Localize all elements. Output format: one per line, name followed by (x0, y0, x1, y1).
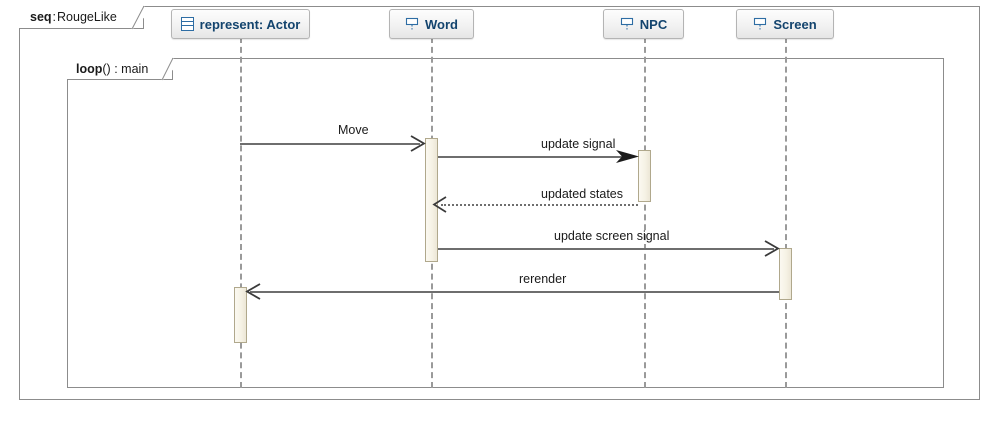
lifeline-head-screen[interactable]: Screen (736, 9, 834, 39)
lifeline-npc (644, 37, 646, 388)
message-line-move[interactable] (240, 143, 420, 145)
frame-keyword: seq (30, 10, 52, 24)
interface-icon (753, 17, 767, 31)
frame-name: RougeLike (57, 10, 117, 24)
lifeline-head-label: NPC (639, 16, 668, 32)
sequence-frame (19, 6, 980, 400)
lifeline-head-label: Word (425, 16, 458, 32)
frame-separator: : (52, 10, 57, 24)
sequence-frame-label: seq : RougeLike (19, 6, 144, 29)
activation-word[interactable] (425, 138, 438, 262)
message-label-update-screen-signal: update screen signal (554, 229, 670, 243)
loop-fragment-label: loop() : main (67, 58, 174, 80)
lifeline-head-actor[interactable]: represent: Actor (171, 9, 310, 39)
lifeline-screen (785, 37, 787, 388)
loop-separator: : (114, 61, 118, 76)
activation-screen[interactable] (779, 248, 792, 300)
loop-fragment (67, 58, 944, 388)
arrowhead-filled-update-signal (614, 148, 640, 165)
message-line-updated-states[interactable] (441, 204, 638, 206)
loop-keyword: loop (76, 61, 103, 76)
message-line-update-signal[interactable] (438, 156, 622, 158)
arrowhead-open-update-screen-signal (763, 240, 781, 257)
message-label-update-signal: update signal (541, 137, 616, 151)
class-icon (180, 17, 194, 31)
lifeline-head-label: Screen (773, 16, 817, 32)
message-line-update-screen-signal[interactable] (438, 248, 774, 250)
message-label-move: Move (338, 123, 369, 137)
lifeline-head-label: represent: Actor (199, 16, 301, 32)
loop-name: main (121, 61, 149, 76)
arrowhead-open-rerender (245, 283, 263, 300)
arrowhead-open-move (409, 135, 427, 152)
lifeline-head-word[interactable]: Word (389, 9, 474, 39)
arrowhead-open-updated-states (432, 196, 448, 213)
interface-icon (405, 17, 419, 31)
activation-npc[interactable] (638, 150, 651, 202)
message-line-rerender[interactable] (250, 291, 779, 293)
message-label-rerender: rerender (519, 272, 567, 286)
lifeline-head-npc[interactable]: NPC (603, 9, 684, 39)
loop-parens: () (102, 61, 111, 76)
interface-icon (620, 17, 634, 31)
activation-actor[interactable] (234, 287, 247, 343)
message-label-updated-states: updated states (541, 187, 624, 201)
lifeline-actor (240, 37, 242, 388)
